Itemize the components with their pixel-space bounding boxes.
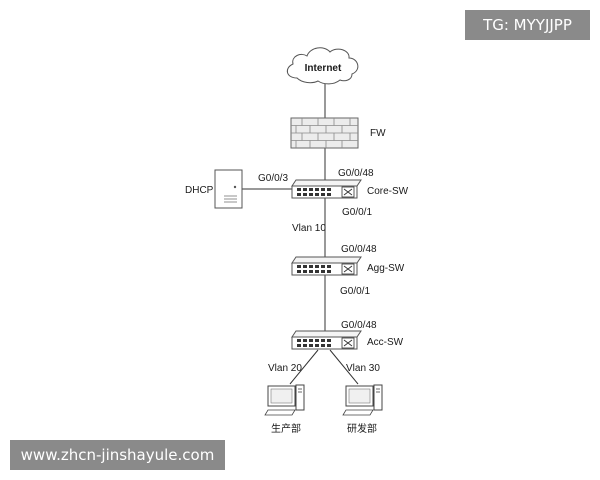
core-dhcp-port: G0/0/3 <box>258 173 288 184</box>
links <box>242 82 359 385</box>
internet-label: Internet <box>305 63 342 74</box>
acc-up-port: G0/0/48 <box>341 320 377 331</box>
dhcp-server-icon <box>214 169 243 209</box>
core-down-port: G0/0/1 <box>342 207 372 218</box>
watermark-top: TG: MYYJJPP <box>465 10 590 40</box>
core-sw-label: Core-SW <box>367 186 409 197</box>
watermark-bottom: www.zhcn-jinshayule.com <box>10 440 225 470</box>
dept-production-label: 生产部 <box>271 422 301 435</box>
vlan-30-label: Vlan 30 <box>346 363 380 374</box>
agg-up-port: G0/0/48 <box>341 244 377 255</box>
dhcp-label: DHCP <box>185 185 214 196</box>
core-up-port: G0/0/48 <box>338 168 374 179</box>
pc-production-icon <box>264 384 305 416</box>
acc-switch-icon <box>291 330 362 350</box>
agg-sw-label: Agg-SW <box>367 263 405 274</box>
fw-label: FW <box>370 128 386 139</box>
vlan-10-label: Vlan 10 <box>292 223 326 234</box>
agg-down-port: G0/0/1 <box>340 286 370 297</box>
firewall-icon <box>290 117 359 149</box>
internet-cloud-icon: Internet <box>286 47 359 85</box>
link-acc-rnd <box>329 349 359 385</box>
core-switch-icon <box>291 179 362 199</box>
vlan-20-label: Vlan 20 <box>268 363 302 374</box>
acc-sw-label: Acc-SW <box>367 337 404 348</box>
pc-rnd-icon <box>342 384 383 416</box>
link-acc-prod <box>289 349 319 385</box>
dept-rnd-label: 研发部 <box>347 422 377 435</box>
agg-switch-icon <box>291 256 362 276</box>
